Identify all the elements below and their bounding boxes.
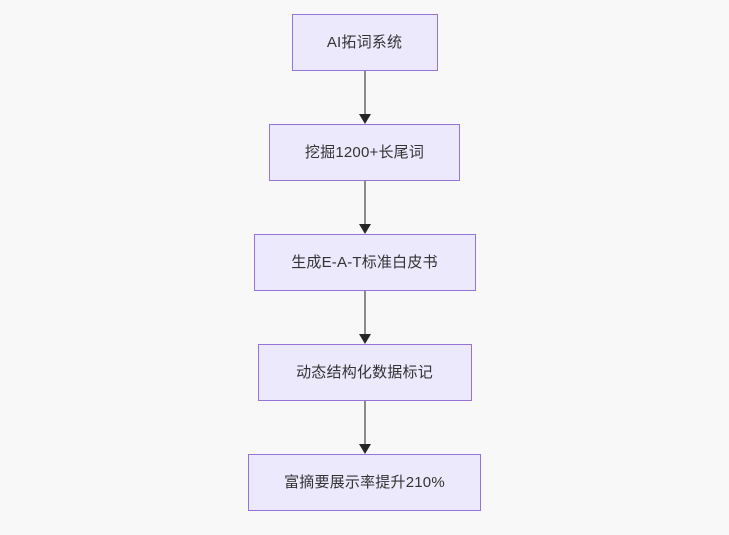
flowchart-edge-n2-n3: [358, 291, 372, 344]
flowchart-node-label: AI拓词系统: [326, 34, 403, 51]
flowchart-node-label: 动态结构化数据标记: [296, 364, 433, 381]
flowchart-node-label: 挖掘1200+长尾词: [304, 144, 425, 161]
flowchart-edge-n0-n1: [358, 71, 372, 124]
arrow-down-icon: [358, 334, 371, 344]
arrow-down-icon: [358, 444, 371, 454]
edge-line: [363, 181, 366, 225]
flowchart-edge-n3-n4: [358, 401, 372, 454]
edge-line: [363, 71, 366, 115]
arrow-down-icon: [358, 114, 371, 124]
flowchart-node-label: 生成E-A-T标准白皮书: [291, 254, 438, 271]
flowchart-edge-n1-n2: [358, 181, 372, 234]
flowchart-node-rich-snippet-impression-lift[interactable]: 富摘要展示率提升210%: [248, 454, 481, 511]
flowchart-node-generate-eat-whitepaper[interactable]: 生成E-A-T标准白皮书: [253, 234, 476, 291]
flowchart-node-dynamic-structured-data-markup[interactable]: 动态结构化数据标记: [257, 344, 472, 401]
flowchart-node-label: 富摘要展示率提升210%: [284, 474, 445, 491]
arrow-down-icon: [358, 224, 371, 234]
edge-line: [363, 291, 366, 335]
flowchart-node-ai-keyword-system[interactable]: AI拓词系统: [291, 14, 438, 71]
edge-line: [363, 401, 366, 445]
flowchart-node-mine-longtail-keywords[interactable]: 挖掘1200+长尾词: [269, 124, 460, 181]
